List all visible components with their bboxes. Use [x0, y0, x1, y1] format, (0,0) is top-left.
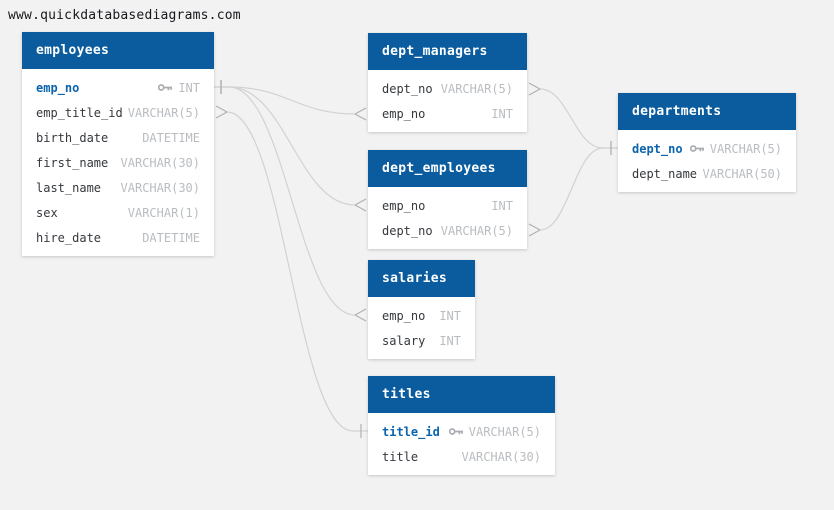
field-name: dept_name [632, 166, 698, 181]
field-title_id: title_id VARCHAR(5) [368, 419, 555, 444]
relationship-line [228, 86, 356, 316]
field-type: VARCHAR(5) [440, 223, 513, 238]
field-name: birth_date [36, 130, 109, 145]
relationship-line [539, 88, 604, 149]
table-fields: emp_no INT dept_no VARCHAR(5) [368, 187, 527, 249]
table-header[interactable]: dept_employees [368, 150, 527, 187]
field-type: VARCHAR(5) [448, 425, 541, 439]
field-emp_title_id: emp_title_id VARCHAR(5) [22, 100, 214, 125]
field-type: VARCHAR(30) [120, 180, 200, 195]
table-fields: title_id VARCHAR(5) title VARCHAR(30) [368, 413, 555, 475]
field-type: VARCHAR(30) [461, 449, 541, 464]
field-first_name: first_name VARCHAR(30) [22, 150, 214, 175]
field-type: INT [158, 81, 200, 95]
table-titles[interactable]: titles title_id VARCHAR(5) title VARCHAR… [368, 376, 555, 475]
field-emp_no: emp_no INT [368, 101, 527, 126]
table-header[interactable]: titles [368, 376, 555, 413]
relationship-line [539, 147, 604, 231]
field-name: emp_no [36, 80, 80, 95]
site-watermark: www.quickdatabasediagrams.com [8, 8, 241, 23]
field-type: INT [439, 333, 461, 348]
field-type: INT [439, 308, 461, 323]
primary-key-icon [158, 83, 173, 92]
field-birth_date: birth_date DATETIME [22, 125, 214, 150]
field-type: VARCHAR(30) [120, 155, 200, 170]
table-title: titles [382, 387, 431, 402]
field-dept_no: dept_no VARCHAR(5) [368, 76, 527, 101]
field-emp_no: emp_no INT [368, 193, 527, 218]
field-name: last_name [36, 180, 102, 195]
field-name: emp_no [382, 308, 426, 323]
table-fields: emp_no INT emp_title_id VARCHAR(5) birth… [22, 69, 214, 256]
table-header[interactable]: dept_managers [368, 33, 527, 70]
table-title: departments [632, 104, 722, 119]
field-type: INT [491, 198, 513, 213]
field-emp_no: emp_no INT [368, 303, 475, 328]
field-dept_no: dept_no VARCHAR(5) [368, 218, 527, 243]
relationship-line [226, 111, 354, 432]
field-last_name: last_name VARCHAR(30) [22, 175, 214, 200]
field-name: emp_no [382, 198, 426, 213]
field-sex: sex VARCHAR(1) [22, 200, 214, 225]
field-name: emp_no [382, 106, 426, 121]
table-header[interactable]: departments [618, 93, 796, 130]
table-fields: dept_no VARCHAR(5) dept_name VARCHAR(50) [618, 130, 796, 192]
field-name: dept_no [382, 223, 433, 238]
field-type: DATETIME [142, 130, 200, 145]
table-header[interactable]: employees [22, 32, 214, 69]
field-emp_no: emp_no INT [22, 75, 214, 100]
table-title: salaries [382, 271, 448, 286]
table-header[interactable]: salaries [368, 260, 475, 297]
field-dept_no: dept_no VARCHAR(5) [618, 136, 796, 161]
field-type: VARCHAR(50) [702, 166, 782, 181]
field-type: VARCHAR(5) [127, 105, 200, 120]
table-fields: emp_no INT salary INT [368, 297, 475, 359]
field-dept_name: dept_name VARCHAR(50) [618, 161, 796, 186]
field-name: dept_no [632, 141, 683, 156]
field-title: title VARCHAR(30) [368, 444, 555, 469]
table-fields: dept_no VARCHAR(5) emp_no INT [368, 70, 527, 132]
field-hire_date: hire_date DATETIME [22, 225, 214, 250]
table-title: dept_managers [382, 44, 488, 59]
primary-key-icon [448, 427, 464, 436]
field-name: salary [382, 333, 426, 348]
table-departments[interactable]: departments dept_no VARCHAR(5) dept_name… [618, 93, 796, 192]
field-type: INT [491, 106, 513, 121]
field-name: first_name [36, 155, 109, 170]
field-name: title_id [382, 424, 440, 439]
primary-key-icon [689, 144, 705, 153]
field-type: VARCHAR(5) [440, 81, 513, 96]
field-salary: salary INT [368, 328, 475, 353]
table-title: employees [36, 43, 110, 58]
field-name: dept_no [382, 81, 433, 96]
field-name: hire_date [36, 230, 102, 245]
field-type: VARCHAR(1) [127, 205, 200, 220]
relationship-line [228, 86, 356, 206]
table-employees[interactable]: employees emp_no INT emp_title_id VARCHA… [22, 32, 214, 256]
table-title: dept_employees [382, 161, 496, 176]
table-dept_managers[interactable]: dept_managers dept_no VARCHAR(5) emp_no … [368, 33, 527, 132]
table-dept_employees[interactable]: dept_employees emp_no INT dept_no VARCHA… [368, 150, 527, 249]
table-salaries[interactable]: salaries emp_no INT salary INT [368, 260, 475, 359]
relationship-line [228, 86, 356, 115]
field-type: DATETIME [142, 230, 200, 245]
field-name: sex [36, 205, 58, 220]
field-name: title [382, 449, 419, 464]
field-name: emp_title_id [36, 105, 123, 120]
field-type: VARCHAR(5) [689, 142, 782, 156]
